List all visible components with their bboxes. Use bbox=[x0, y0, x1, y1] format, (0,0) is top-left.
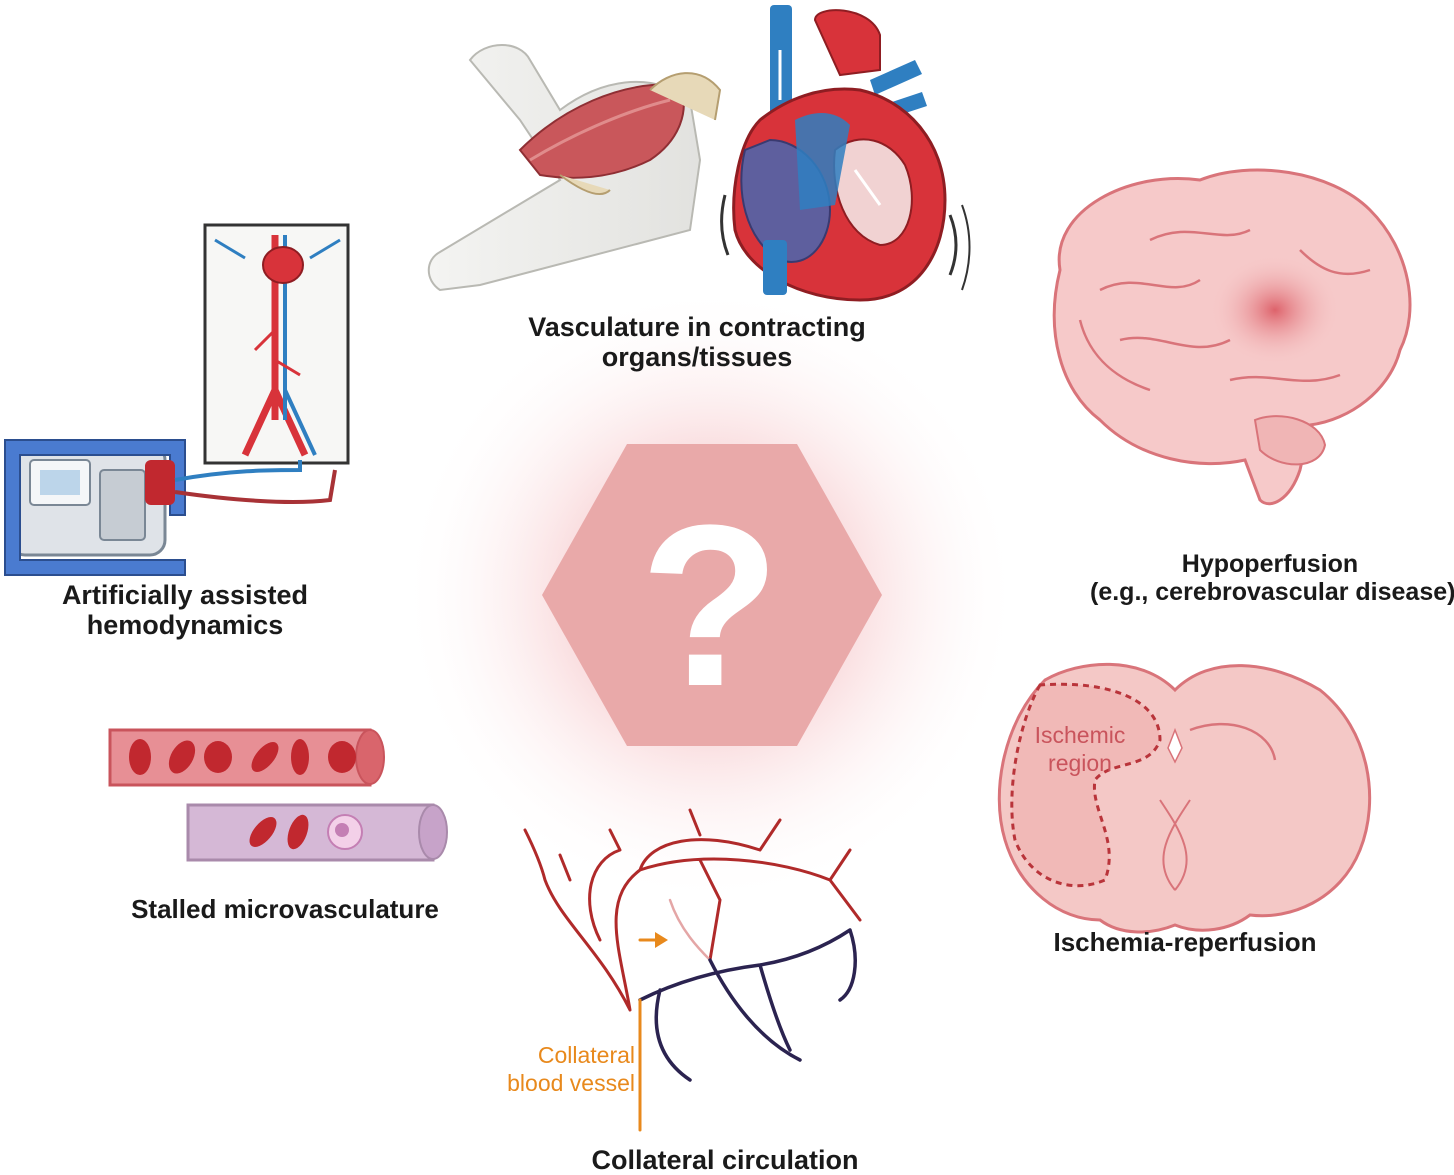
body-vasculature-illustration bbox=[203, 223, 350, 465]
label-collateral-line1: Collateral circulation bbox=[591, 1145, 859, 1175]
label-stalled-line1: Stalled microvasculature bbox=[131, 894, 439, 924]
collateral-vessel-tree bbox=[523, 808, 862, 1132]
label-ischemia: Ischemia-reperfusion bbox=[1010, 927, 1360, 957]
label-hypoperfusion-line1: Hypoperfusion bbox=[1181, 550, 1359, 578]
collateral-vessel-line1: Collateral bbox=[537, 1042, 635, 1068]
collateral-vessel-line2: blood vessel bbox=[507, 1069, 635, 1096]
brain-section-illustration bbox=[997, 662, 1372, 934]
label-contracting-line2: organs/tissues bbox=[601, 342, 793, 373]
label-hypoperfusion: Hypoperfusion (e.g., cerebrovascular dis… bbox=[1090, 550, 1454, 606]
label-artificial: Artificially assisted hemodynamics bbox=[25, 580, 345, 640]
brain-illustration bbox=[1052, 168, 1412, 506]
label-artificial-line1: Artificially assisted bbox=[61, 580, 309, 610]
label-ischemia-line1: Ischemia-reperfusion bbox=[1053, 927, 1317, 957]
center-hexagon bbox=[542, 444, 882, 746]
ischemic-region-line1: Ischemic bbox=[1034, 722, 1126, 748]
hypoperfusion-spot bbox=[1210, 255, 1340, 365]
label-collateral: Collateral circulation bbox=[520, 1145, 930, 1175]
blood-vessels-illustration bbox=[108, 728, 448, 862]
ischemic-region-outline bbox=[1010, 682, 1162, 888]
center-question-node: ? bbox=[400, 285, 1020, 905]
ischemic-region-line2: region bbox=[1048, 749, 1112, 776]
question-mark: ? bbox=[640, 477, 781, 734]
label-hypoperfusion-line2: (e.g., cerebrovascular disease) bbox=[1090, 578, 1454, 606]
collateral-vessel-label: Collateral blood vessel bbox=[465, 1042, 635, 1097]
heart-illustration bbox=[720, 5, 971, 302]
label-contracting: Vasculature in contracting organs/tissue… bbox=[472, 312, 922, 372]
label-contracting-line1: Vasculature in contracting bbox=[528, 312, 866, 342]
label-stalled: Stalled microvasculature bbox=[80, 894, 490, 924]
ischemic-region-label: Ischemic region bbox=[1010, 722, 1150, 777]
ecmo-device-illustration bbox=[4, 439, 337, 576]
collateral-arrow bbox=[655, 932, 668, 948]
contracting-arm-illustration bbox=[427, 44, 722, 292]
label-artificial-line2: hemodynamics bbox=[86, 610, 284, 641]
